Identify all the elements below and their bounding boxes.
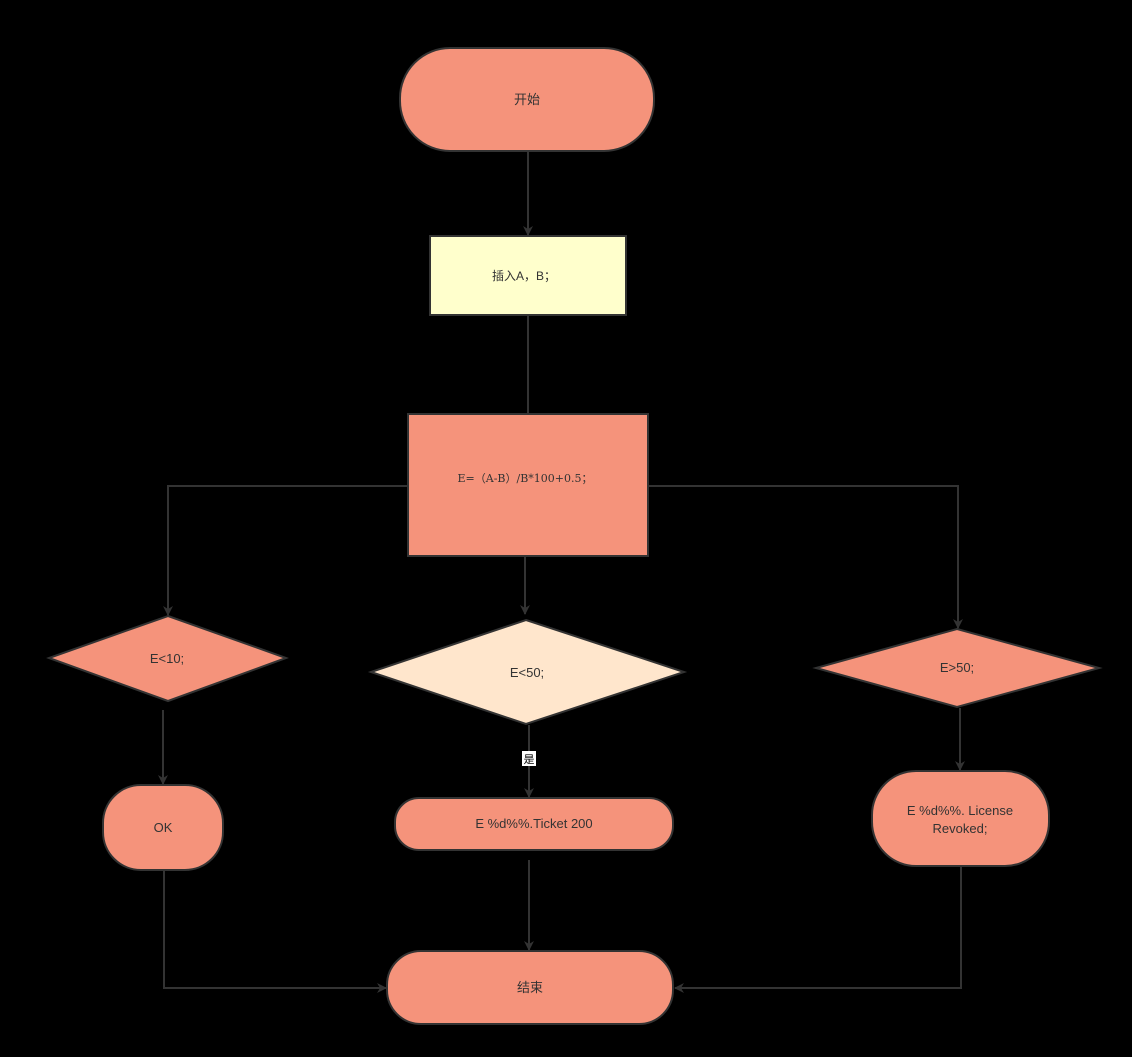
calc-node: E=（A-B）/B*100+0.5； (407, 413, 649, 557)
start-node: 开始 (399, 47, 655, 152)
decision-lt10: E<10; (46, 614, 289, 703)
decision-lt50: E<50; (367, 618, 688, 726)
decision-gt50-label: E>50; (940, 660, 974, 675)
edges (158, 152, 965, 993)
edge-ok-to-end (163, 871, 387, 993)
ticket-node: E %d%%.Ticket 200 (394, 797, 674, 851)
ticket-node-label: E %d%%.Ticket 200 (475, 816, 592, 831)
license-node-label-line1: E %d%%. License (907, 803, 1013, 818)
decision-lt10-label: E<10; (150, 651, 184, 666)
decision-lt50-label: E<50; (510, 665, 544, 680)
license-node-label-line2: Revoked; (933, 821, 988, 836)
edge-calc-to-lt10 (163, 485, 407, 616)
input-node: 插入A，B； (429, 235, 627, 316)
edge-calc-to-gt50 (649, 485, 963, 629)
edge-label-yes-text: 是 (524, 753, 535, 766)
decision-gt50: E>50; (812, 627, 1103, 709)
edge-label-yes: 是 (522, 751, 536, 766)
start-node-label: 开始 (514, 92, 540, 107)
input-node-label: 插入A，B； (492, 269, 556, 283)
end-node: 结束 (386, 950, 674, 1025)
calc-node-label: E=（A-B）/B*100+0.5； (458, 472, 593, 485)
edge-license-to-end (674, 867, 962, 993)
ok-node: OK (102, 784, 224, 871)
license-node: E %d%%. License Revoked; (871, 770, 1050, 867)
ok-node-label: OK (154, 820, 173, 835)
end-node-label: 结束 (517, 980, 543, 995)
